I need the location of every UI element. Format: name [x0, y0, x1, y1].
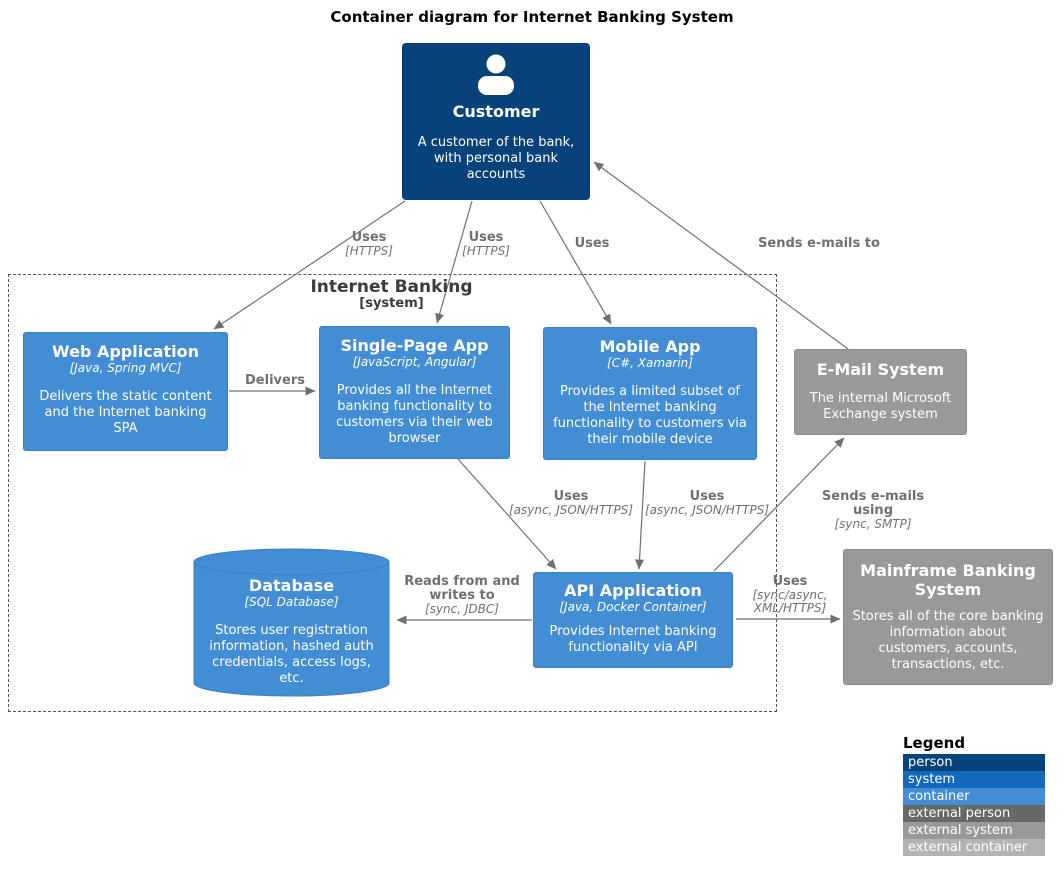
customer-node: Customer A customer of the bank, with pe… [402, 43, 590, 200]
legend-item-external-container: external container [903, 839, 1045, 856]
node-technology: [SQL Database] [244, 595, 339, 609]
node-title: API Application [564, 581, 702, 600]
node-title: E-Mail System [816, 360, 945, 379]
web-application-node: Web Application [Java, Spring MVC] Deliv… [23, 332, 228, 451]
node-description: Delivers the static content and the Inte… [39, 389, 212, 436]
legend: Legend person system container external … [903, 734, 1045, 856]
single-page-app-node: Single-Page App [JavaScript, Angular] Pr… [319, 326, 510, 459]
edge-label-webapp-spa: Delivers [245, 373, 305, 388]
node-technology: [Java, Spring MVC] [69, 361, 182, 375]
node-description: Provides all the Internet banking functi… [336, 383, 493, 446]
node-description: Stores user registration information, ha… [209, 623, 374, 686]
edge-customer-mobile [539, 200, 612, 325]
edge-label-api-email: Sends e-mails using [sync, SMTP] [821, 489, 925, 531]
legend-item-container: container [903, 788, 1045, 805]
edge-label-mobile-api: Uses [async, JSON/HTTPS] [644, 489, 770, 517]
edge-label-email-customer: Sends e-mails to [758, 236, 880, 251]
edge-spa-api [457, 458, 557, 570]
database-cylinder-icon [193, 548, 390, 697]
database-node: Database [SQL Database] Stores user regi… [193, 548, 390, 697]
edge-mobile-api [635, 460, 646, 570]
api-application-node: API Application [Java, Docker Container]… [533, 572, 733, 668]
node-description: Provides Internet banking functionality … [549, 624, 717, 655]
legend-item-external-person: external person [903, 805, 1045, 822]
node-description: A customer of the bank, with personal ba… [417, 135, 575, 182]
edge-label-api-database: Reads from and writes to [sync, JDBC] [404, 574, 520, 616]
email-system-node: E-Mail System The internal Microsoft Exc… [794, 349, 967, 435]
node-title: Customer [452, 102, 540, 121]
edge-label-customer-mobile: Uses [574, 236, 610, 251]
internet-banking-boundary [8, 274, 777, 712]
legend-item-external-system: external system [903, 822, 1045, 839]
node-description: The internal Microsoft Exchange system [809, 391, 952, 422]
node-technology: [JavaScript, Angular] [352, 355, 477, 369]
edge-email-customer [593, 161, 849, 350]
diagram-title: Container diagram for Internet Banking S… [330, 8, 734, 26]
node-title: Mobile App [599, 337, 701, 356]
edge-label-spa-api: Uses [async, JSON/HTTPS] [508, 489, 634, 517]
node-technology: [Java, Docker Container] [559, 600, 707, 614]
legend-title: Legend [903, 734, 966, 752]
mobile-app-node: Mobile App [C#, Xamarin] Provides a limi… [543, 327, 757, 460]
edge-label-customer-spa: Uses [HTTPS] [462, 230, 510, 258]
edge-label-customer-webapp: Uses [HTTPS] [345, 230, 393, 258]
legend-item-person: person [903, 754, 1045, 771]
node-title: Single-Page App [340, 336, 489, 355]
boundary-title: Internet Banking [310, 277, 473, 297]
edge-label-api-mainframe: Uses [sync/async, XML/HTTPS] [752, 574, 828, 615]
person-icon [474, 54, 518, 98]
node-title: Database [248, 576, 335, 595]
node-title: Mainframe Banking System [860, 561, 1036, 599]
mainframe-banking-system-node: Mainframe Banking System Stores all of t… [843, 549, 1053, 685]
node-title: Web Application [51, 342, 199, 361]
legend-item-system: system [903, 771, 1045, 788]
node-technology: [C#, Xamarin] [607, 356, 693, 370]
node-description: Provides a limited subset of the Interne… [553, 384, 747, 447]
edge-customer-webapp [213, 200, 406, 330]
node-description: Stores all of the core banking informati… [852, 609, 1044, 672]
boundary-subtitle: [system] [359, 296, 424, 311]
edge-api-email [713, 437, 845, 572]
edge-customer-spa [435, 200, 473, 324]
